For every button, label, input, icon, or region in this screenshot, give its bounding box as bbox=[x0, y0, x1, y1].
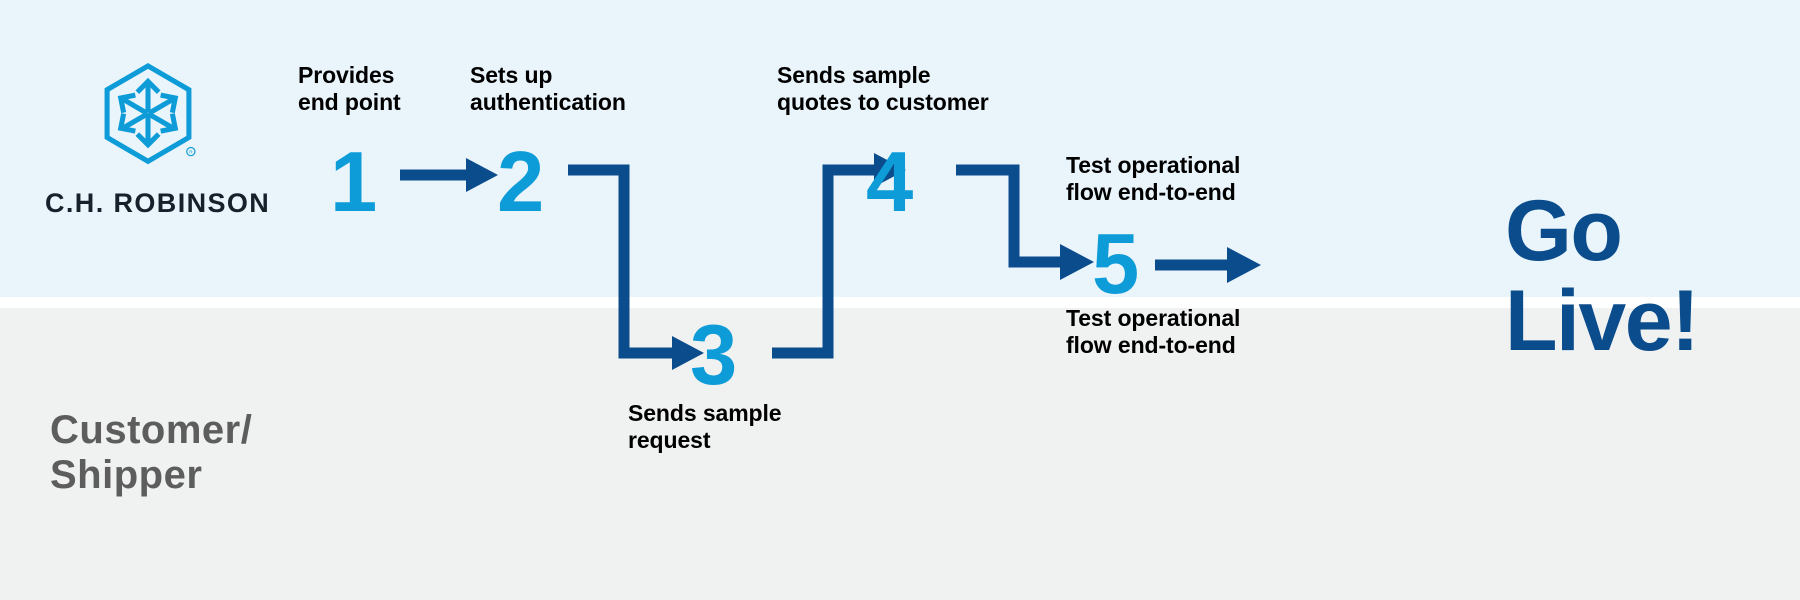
brand-wordmark: C.H. ROBINSON bbox=[45, 188, 271, 218]
lane-label-customer: Customer/ Shipper bbox=[50, 408, 253, 497]
step-5-caption-above: Test operational flow end-to-end bbox=[1066, 152, 1241, 206]
registered-mark-icon bbox=[185, 146, 196, 157]
chrobinson-hexagon-logo-icon: R bbox=[104, 62, 196, 165]
step-1-number: 1 bbox=[330, 135, 377, 230]
step-2-caption: Sets up authentication bbox=[470, 62, 626, 116]
connector-4-to-5 bbox=[956, 164, 1094, 280]
lane-band-customer bbox=[0, 308, 1800, 600]
go-live-label: Go Live! bbox=[1505, 183, 1700, 370]
connector-1-to-2 bbox=[400, 158, 498, 192]
step-5-number: 5 bbox=[1092, 217, 1139, 312]
step-2-number: 2 bbox=[497, 135, 544, 230]
step-5-caption-below: Test operational flow end-to-end bbox=[1066, 305, 1241, 359]
step-3-number: 3 bbox=[690, 308, 737, 403]
connector-5-to-go-live bbox=[1155, 247, 1261, 283]
connector-3-to-4 bbox=[772, 153, 906, 359]
step-1-caption: Provides end point bbox=[298, 62, 401, 116]
connector-2-to-3 bbox=[568, 164, 704, 370]
brand-logo-block: R C.H. ROBINSON bbox=[45, 62, 271, 219]
lane-band-chrobinson bbox=[0, 0, 1800, 297]
step-4-caption: Sends sample quotes to customer bbox=[777, 62, 989, 116]
step-4-number: 4 bbox=[866, 135, 913, 230]
svg-text:R: R bbox=[189, 150, 193, 156]
step-3-caption: Sends sample request bbox=[628, 400, 782, 454]
